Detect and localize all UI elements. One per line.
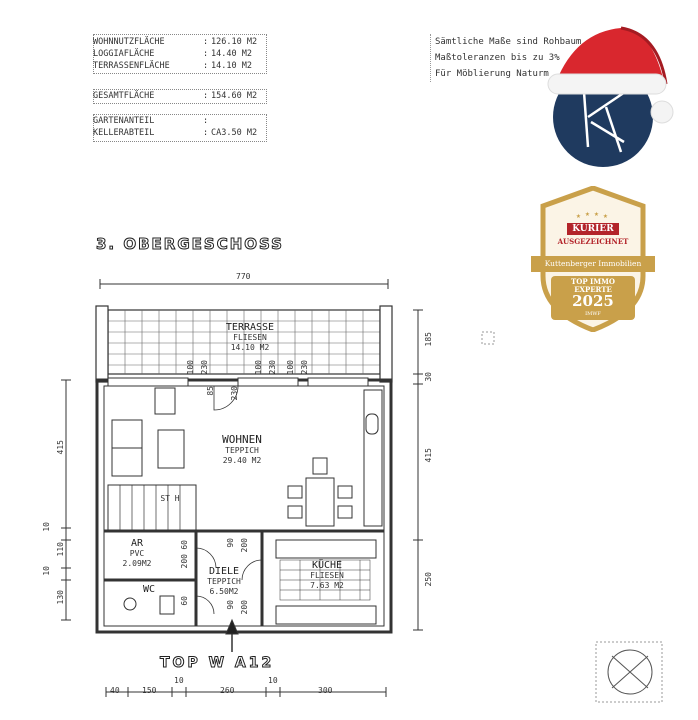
area-box-extra [93,114,267,142]
dim-inner: 85 [206,386,215,396]
dim-bottom: 300 [318,686,333,695]
dim-left: 10 [42,522,51,532]
notes-block: Sämtliche Maße sind Rohbaum Maßtoleranze… [430,34,581,82]
dim-inner: 90 [226,600,235,610]
room-hall: DIELE TEPPICH 6.50M2 [207,566,241,596]
dim-bottom: 150 [142,686,157,695]
badge-brand: KURIER [572,224,614,234]
area-box-main [93,34,267,74]
badge-line1: TOP IMMO [571,277,615,286]
dim-inner: 60 [180,596,189,606]
room-living: WOHNEN TEPPICH 29.40 M2 [222,433,262,465]
badge-year: 2025 [572,292,614,310]
dim-inner: 200 [240,538,249,553]
floor-title: 3. OBERGESCHOSS [96,235,284,254]
dim-right: 415 [424,448,433,463]
dim-left: 415 [56,440,65,455]
dim-right: 250 [424,572,433,587]
dim-inner: 100 [286,360,295,375]
unit-label: TOP W A12 [159,655,275,672]
badge-line2: EXPERTE [574,285,612,294]
dim-right: 185 [424,332,433,347]
dim-inner: 100 [254,360,263,375]
dim-inner: 230 [200,360,209,375]
dim-right: 30 [424,372,433,382]
svg-text:★: ★ [594,209,599,218]
dim-inner: 200 [240,600,249,615]
dim-bottom: 10 [174,676,184,685]
dim-top-width: 770 [236,272,251,281]
dim-bottom: 260 [220,686,235,695]
dim-left: 10 [42,566,51,576]
north-arrow-icon [600,646,620,660]
company-logo [547,26,674,167]
dim-inner: 90 [226,538,235,548]
note-line: Maßtoleranzen bis zu 3% [435,53,560,63]
svg-text:★: ★ [576,211,581,220]
dim-inner: 230 [230,386,239,401]
note-line: Sämtliche Maße sind Rohbaum [435,37,582,47]
room-storage: AR PVC 2.09M2 [122,538,152,568]
room-wc: WC [142,584,156,595]
dim-inner: 230 [268,360,277,375]
badge-source: IMWF [585,311,601,317]
svg-text:★: ★ [585,209,590,218]
dim-left: 110 [56,542,65,557]
dim-left: 130 [56,590,65,605]
badge-sub: AUSGEZEICHNET [557,237,629,246]
hat-brim [547,73,667,95]
room-kitchen: KÜCHE FLIESEN 7.63 M2 [310,560,344,590]
dim-inner: 230 [300,360,309,375]
note-line: Für Möblierung Naturm [435,69,549,79]
hat-pompom [650,100,674,124]
dim-inner: 200 [180,554,189,569]
santa-hat-icon [556,28,664,82]
room-stairs: ST H [160,494,180,503]
dim-bottom: 10 [268,676,278,685]
dim-inner: 60 [180,540,189,550]
svg-text:★: ★ [603,211,608,220]
award-badge: ★ ★ ★ ★ KURIER AUSGEZEICHNET Kuttenberge… [531,186,655,332]
badge-company: Kuttenberger Immobilien [544,259,642,268]
dim-inner: 100 [186,360,195,375]
room-terrace: TERRASSE FLIESEN 14.10 M2 [225,322,275,352]
area-box-total [93,89,267,104]
dim-bottom: 40 [110,686,120,695]
logo-k-icon [582,88,629,153]
